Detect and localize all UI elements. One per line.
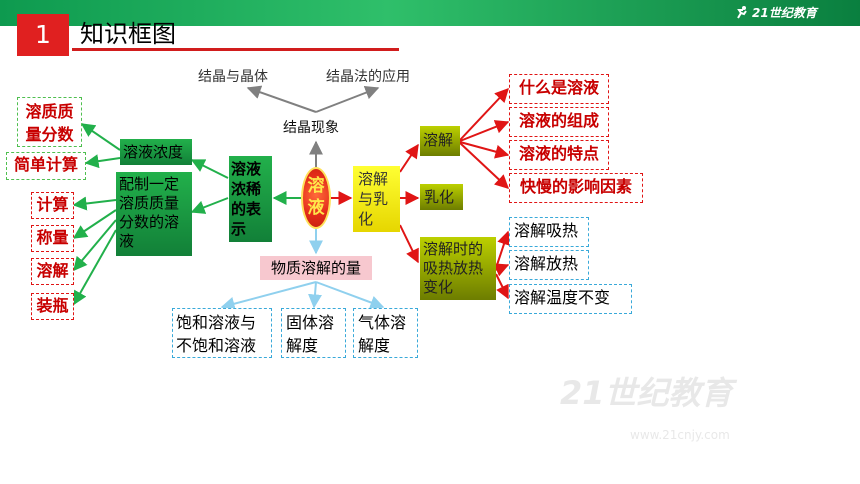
heat-change-node: 溶解时的吸热放热变化: [420, 237, 496, 300]
crystallization-label: 结晶现象: [283, 120, 339, 136]
dissolve-item-what: 什么是溶液: [509, 74, 609, 104]
dissolve-emulsify-node: 溶解与乳化: [353, 166, 400, 232]
solid-solubility-item: 固体溶解度: [281, 308, 346, 358]
crystal-branch-2: 结晶法的应用: [326, 69, 410, 85]
heat-item-release: 溶解放热: [509, 250, 589, 280]
step-calculate: 计算: [31, 192, 74, 219]
step-bottle: 装瓶: [31, 293, 74, 320]
heat-item-constant: 溶解温度不变: [509, 284, 632, 314]
step-weigh: 称量: [31, 225, 74, 252]
title-underline: [72, 48, 399, 51]
concentration-node: 溶液浓度: [120, 139, 192, 165]
brand-logo: 21世纪教育: [735, 5, 817, 21]
gas-solubility-item: 气体溶解度: [353, 308, 418, 358]
preparation-node: 配制一定溶质质量分数的溶液: [116, 172, 192, 256]
dissolve-item-features: 溶液的特点: [509, 140, 609, 170]
watermark-url: www.21cnjy.com: [630, 428, 730, 442]
dissolve-node: 溶解: [420, 126, 460, 156]
section-number: 1: [17, 14, 69, 56]
emulsify-node: 乳化: [420, 184, 463, 210]
heat-item-absorb: 溶解吸热: [509, 217, 589, 247]
logo-text: 21世纪教育: [752, 6, 817, 20]
header-bar: [0, 0, 860, 26]
saturated-solution-item: 饱和溶液与不饱和溶液: [172, 308, 272, 358]
center-label: 溶液: [307, 176, 325, 218]
page-title: 知识框图: [80, 20, 176, 48]
simple-calc-item: 简单计算: [6, 152, 86, 180]
concentration-expression-node: 溶液浓稀的表示: [229, 156, 272, 242]
dissolve-item-rate-factors: 快慢的影响因素: [509, 173, 643, 203]
step-dissolve: 溶解: [31, 258, 74, 285]
dissolve-item-composition: 溶液的组成: [509, 107, 609, 137]
watermark-logo: 21世纪教育: [560, 374, 733, 412]
center-solution-node: 溶液: [301, 167, 331, 229]
dissolved-amount-node: 物质溶解的量: [260, 256, 372, 280]
crystal-branch-1: 结晶与晶体: [198, 69, 268, 85]
mass-fraction-item: 溶质质量分数: [17, 97, 82, 147]
runner-icon: [735, 5, 749, 19]
